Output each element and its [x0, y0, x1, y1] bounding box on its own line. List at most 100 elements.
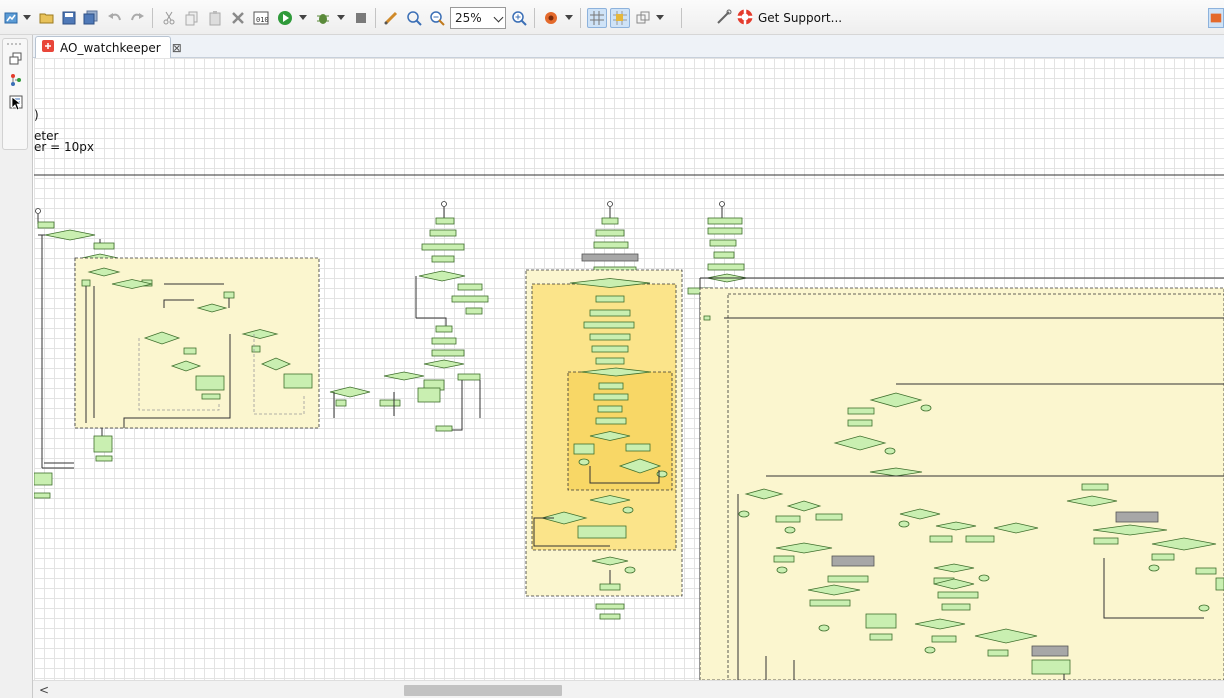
flow-decision	[869, 392, 923, 408]
flow-start-point	[35, 208, 41, 214]
swimlane-region	[567, 371, 673, 491]
flow-node	[709, 239, 737, 247]
flow-decision	[170, 360, 202, 372]
flow-node	[847, 419, 873, 427]
flow-node	[815, 513, 843, 521]
perspective-icon[interactable]	[1208, 8, 1224, 28]
flow-connector	[416, 317, 447, 326]
delete-icon[interactable]	[229, 9, 247, 27]
flow-node	[93, 435, 113, 453]
restore-icon[interactable]	[9, 51, 23, 65]
scroll-left-icon[interactable]: <	[39, 683, 50, 697]
zoom-out-icon[interactable]	[428, 9, 446, 27]
swimlane-region	[74, 257, 320, 429]
debug-dropdown-arrow[interactable]	[337, 15, 345, 20]
flow-node	[707, 263, 745, 271]
flow-decision	[44, 229, 96, 241]
undo-icon[interactable]	[106, 9, 124, 27]
flow-decision	[591, 556, 629, 566]
flow-node	[591, 345, 629, 353]
flow-start-point	[607, 201, 613, 207]
flow-node	[583, 321, 635, 329]
horizontal-scrollbar[interactable]: <	[33, 680, 1224, 698]
chevron-down-icon[interactable]	[493, 12, 504, 23]
flow-node	[379, 399, 401, 407]
flow-decision	[933, 563, 975, 573]
flow-node	[421, 243, 465, 251]
flow-node	[599, 583, 621, 591]
flow-node	[707, 217, 743, 225]
compile-icon[interactable]: 010	[252, 9, 270, 27]
flow-decision	[418, 270, 466, 282]
redo-icon[interactable]	[128, 9, 146, 27]
param-line-2: er = 10px	[34, 140, 94, 154]
flow-decision	[1092, 524, 1168, 536]
flow-connector	[589, 466, 660, 484]
flow-decision	[589, 495, 631, 505]
flow-start-point	[441, 201, 447, 207]
flow-decision	[383, 371, 425, 381]
run-dropdown-arrow[interactable]	[299, 15, 307, 20]
flow-decision	[833, 435, 887, 451]
fit-icon[interactable]	[405, 9, 423, 27]
new-dropdown-arrow[interactable]	[23, 15, 31, 20]
zoom-level-combo[interactable]: 25%	[450, 7, 506, 29]
flow-node	[431, 255, 455, 263]
flow-node	[335, 399, 347, 407]
flow-node	[451, 295, 489, 303]
drag-handle-icon[interactable]	[6, 41, 24, 47]
run-icon[interactable]	[276, 9, 294, 27]
flow-node	[595, 295, 625, 303]
get-support-button[interactable]: Get Support...	[716, 8, 842, 28]
flow-decision	[974, 628, 1038, 644]
snap-icon[interactable]	[610, 8, 630, 28]
zoom-in-icon[interactable]	[510, 9, 528, 27]
flow-connector	[253, 334, 305, 415]
flow-node	[593, 393, 629, 401]
copy-icon[interactable]	[183, 9, 201, 27]
flow-node	[95, 455, 113, 462]
plugin-icon[interactable]	[542, 9, 560, 27]
diagram-canvas[interactable]: ) eter er = 10px	[34, 58, 1224, 680]
pen-icon[interactable]	[382, 9, 400, 27]
flow-node	[435, 217, 455, 225]
flow-decision	[786, 500, 822, 512]
flow-node	[429, 229, 457, 237]
flow-node	[431, 349, 465, 357]
open-icon[interactable]	[38, 9, 56, 27]
flow-node	[431, 337, 457, 345]
flow-decision	[869, 467, 923, 477]
flow-node-disabled	[1031, 645, 1069, 657]
stop-icon[interactable]	[352, 9, 370, 27]
save-all-icon[interactable]	[82, 9, 100, 27]
flow-node	[223, 291, 235, 299]
flow-node-disabled	[831, 555, 875, 567]
shapes-icon[interactable]	[634, 9, 652, 27]
save-icon[interactable]	[60, 9, 78, 27]
main-toolbar: 010 25%	[0, 0, 1224, 35]
grid-icon[interactable]	[587, 8, 607, 28]
shapes-dropdown-arrow[interactable]	[656, 15, 664, 20]
tab-ao-watchkeeper[interactable]: AO_watchkeeper ⊠	[35, 36, 182, 58]
cut-icon[interactable]	[160, 9, 178, 27]
flow-node	[937, 591, 979, 599]
flow-node	[457, 283, 483, 291]
paste-icon[interactable]	[206, 9, 224, 27]
flow-node-disabled	[581, 253, 639, 262]
flowchart-diagram[interactable]	[34, 58, 1224, 680]
param-top-line: )	[34, 108, 39, 122]
debug-icon[interactable]	[314, 9, 332, 27]
flow-connector	[123, 334, 231, 428]
flow-node	[827, 575, 869, 583]
tab-title: AO_watchkeeper	[60, 40, 161, 55]
scrollbar-thumb[interactable]	[404, 685, 562, 696]
close-icon[interactable]: ⊠	[171, 40, 182, 55]
flow-terminal	[784, 526, 796, 534]
outline-view-icon[interactable]	[9, 72, 23, 86]
plugin-dropdown-arrow[interactable]	[565, 15, 573, 20]
new-diagram-icon[interactable]	[2, 9, 20, 27]
flow-decision	[540, 511, 588, 525]
flow-decision	[589, 431, 631, 441]
flow-node	[465, 307, 483, 315]
flow-node	[809, 599, 851, 607]
